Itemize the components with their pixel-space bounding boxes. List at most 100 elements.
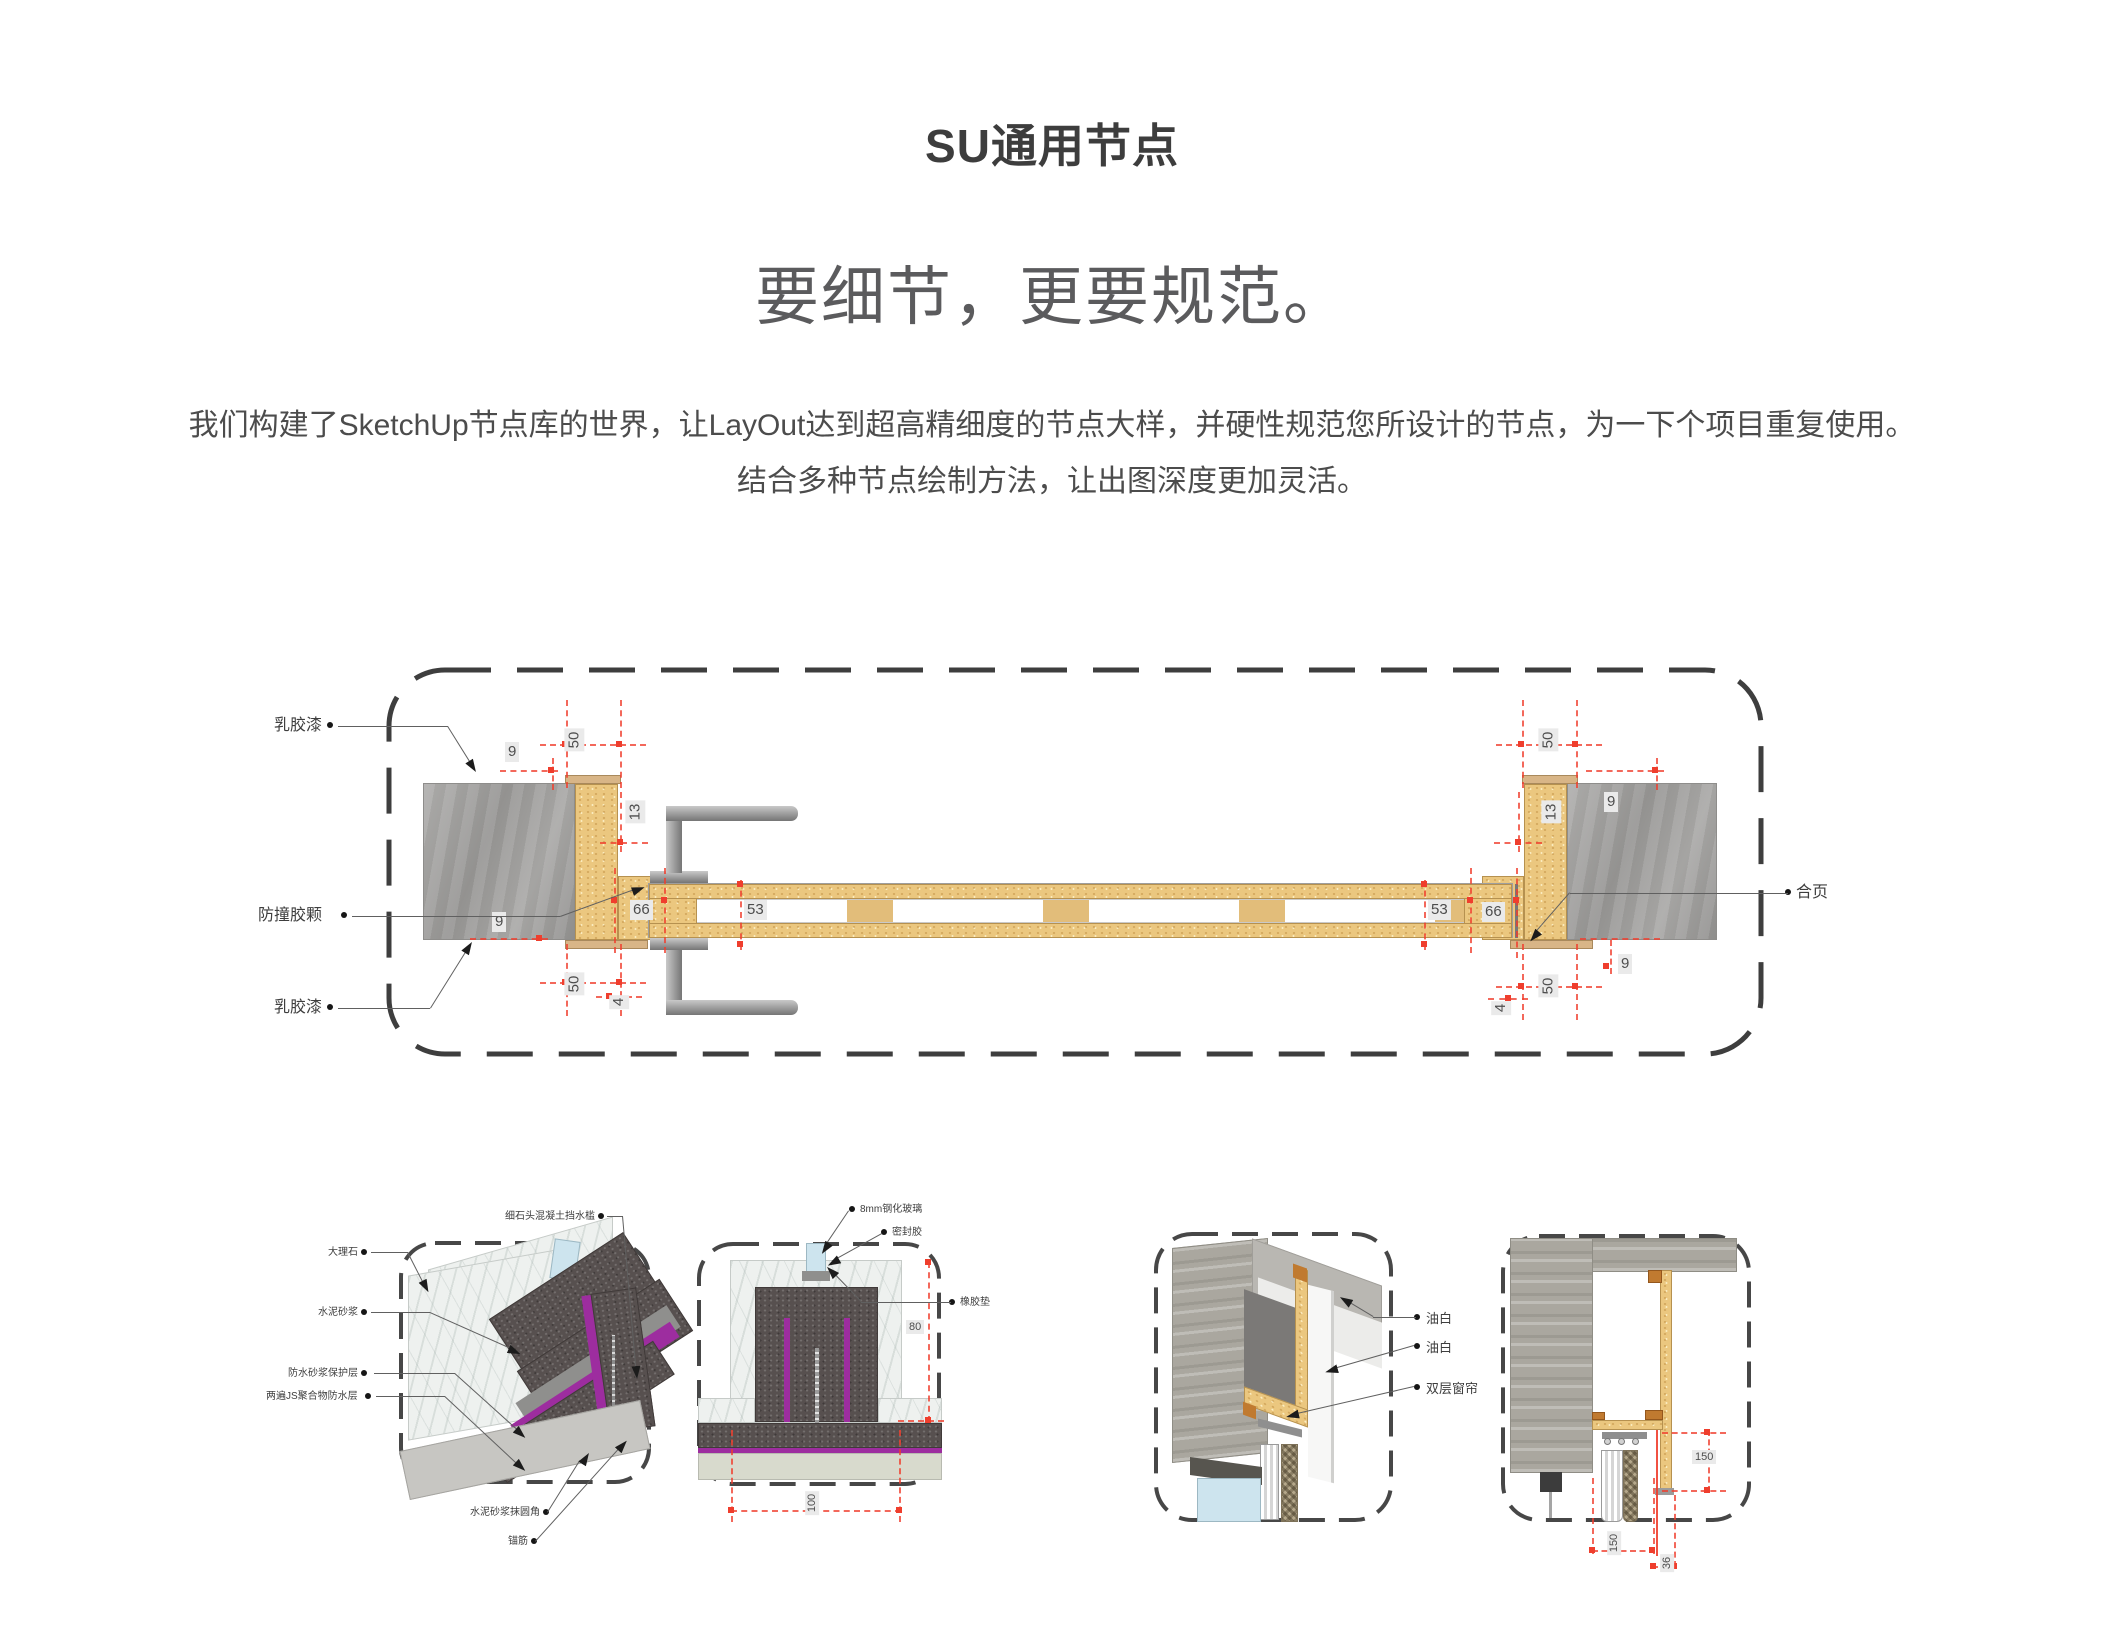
dim-value: 66 [630, 900, 653, 920]
dim-tick [1518, 983, 1524, 989]
dim-value: 9 [1618, 954, 1633, 974]
architrave-bottom-left [565, 940, 648, 949]
curtain-sec-block-b [1645, 1410, 1663, 1420]
dim-tick [925, 1259, 931, 1265]
dim-tick [737, 941, 743, 947]
dim-value: 13 [625, 800, 646, 824]
label-dot [1785, 889, 1791, 895]
glass-floor-membrane [698, 1448, 942, 1453]
door-frame-right [1524, 784, 1567, 940]
curtain-sec-rod [1549, 1492, 1552, 1518]
curtain-sec-roller [1632, 1438, 1639, 1445]
dim-tick [548, 767, 554, 773]
leader-line [371, 1312, 430, 1313]
curtain-sec-roller [1618, 1438, 1625, 1445]
door-leaf-skin-top [649, 884, 1512, 899]
curtain-iso-glass [1197, 1478, 1261, 1522]
label-dot [327, 1004, 333, 1010]
dim-line [552, 758, 554, 790]
dim-value: 9 [1604, 792, 1619, 812]
label-bumper: 防撞胶颗 [258, 907, 323, 924]
dim-tick [1572, 741, 1578, 747]
dim-value: 50 [564, 972, 585, 996]
dim-tick [1649, 1547, 1655, 1553]
dim-tick [1704, 1487, 1710, 1493]
label-paint-bottom: 乳胶漆 [274, 999, 323, 1016]
door-leaf-skin-bottom [649, 923, 1512, 938]
dim-value: 100 [805, 1490, 820, 1516]
dim-value: 50 [564, 728, 585, 752]
dim-line [898, 1420, 944, 1422]
leader-line [371, 1252, 408, 1253]
dim-line [470, 938, 548, 940]
dim-tick [925, 1417, 931, 1423]
label-dot [849, 1206, 855, 1212]
label-dot [361, 1249, 367, 1255]
dim-value: 4 [1491, 1000, 1512, 1016]
label-dot [341, 912, 347, 918]
dim-line [1592, 1478, 1594, 1554]
curtain-iso-wood-vertical [1295, 1265, 1308, 1421]
label-paint-top: 乳胶漆 [274, 717, 323, 734]
curtain-sec-wall [1510, 1238, 1593, 1473]
label-dot [361, 1370, 367, 1376]
dim-line [1516, 868, 1518, 958]
dim-tick [1467, 897, 1473, 903]
glass-base-slab [698, 1453, 942, 1480]
architrave-top-left [565, 775, 621, 784]
dim-line [1662, 1432, 1726, 1434]
dim-tick [896, 1507, 902, 1513]
door-handle-stem-top [666, 820, 682, 873]
dim-line [1586, 770, 1664, 772]
curtain-sec-wood-horizontal [1592, 1420, 1663, 1430]
label-curtain: 双层窗帘 [1426, 1381, 1479, 1396]
door-handle-bar-bottom [666, 1000, 798, 1015]
stone-anchor-rod [612, 1335, 615, 1430]
dim-tick [728, 1507, 734, 1513]
dim-line [620, 792, 622, 852]
architrave-bottom-right [1510, 940, 1593, 949]
label-sealant: 密封胶 [892, 1227, 922, 1238]
dim-value: 53 [1428, 900, 1451, 920]
dim-tick [1704, 1429, 1710, 1435]
label-anchor: 锚筋 [508, 1536, 528, 1547]
page-description: 我们构建了SketchUp节点库的世界，让LayOut达到超高精细度的节点大样，… [0, 398, 2104, 510]
dim-tick [611, 897, 617, 903]
curtain-iso-white-panel [1308, 1284, 1334, 1484]
dim-line [1522, 944, 1524, 1020]
door-leaf-stile-left [649, 898, 697, 924]
dim-tick [1572, 983, 1578, 989]
page-title: SU通用节点 [925, 120, 1179, 172]
glass-sealant [802, 1271, 830, 1281]
dim-tick [1513, 897, 1519, 903]
dim-line [1674, 1495, 1676, 1567]
leader-line [374, 1373, 455, 1374]
label-dot [949, 1299, 955, 1305]
dim-value: 80 [906, 1320, 925, 1334]
page-headline: 要细节，更要规范。 [755, 261, 1349, 333]
dim-value: 50 [1538, 728, 1559, 752]
glass-anchor-rod [815, 1348, 819, 1478]
curtain-sec-curtain-white [1601, 1450, 1623, 1522]
dim-line [1424, 880, 1426, 950]
dim-line [1470, 868, 1472, 953]
dim-tick [737, 881, 743, 887]
wall-concrete-right [1567, 783, 1717, 940]
label-dot [361, 1309, 367, 1315]
label-dot [1414, 1343, 1420, 1349]
dim-tick [1603, 963, 1609, 969]
leader-line [1373, 1317, 1416, 1318]
dim-line [899, 1430, 901, 1522]
dim-line [1656, 758, 1658, 790]
dim-value: 9 [492, 912, 507, 932]
glass-membrane-left [784, 1318, 790, 1422]
door-handle-bar-top [666, 806, 798, 821]
dim-tick [1421, 881, 1427, 887]
dim-value: 50 [1538, 974, 1559, 998]
glass-floor-marble-right [878, 1398, 942, 1423]
dim-line [740, 880, 742, 950]
label-glass: 8mm钢化玻璃 [860, 1204, 923, 1215]
dim-tick [617, 839, 623, 845]
label-dot [1414, 1384, 1420, 1390]
label-hinge: 合页 [1796, 884, 1829, 901]
